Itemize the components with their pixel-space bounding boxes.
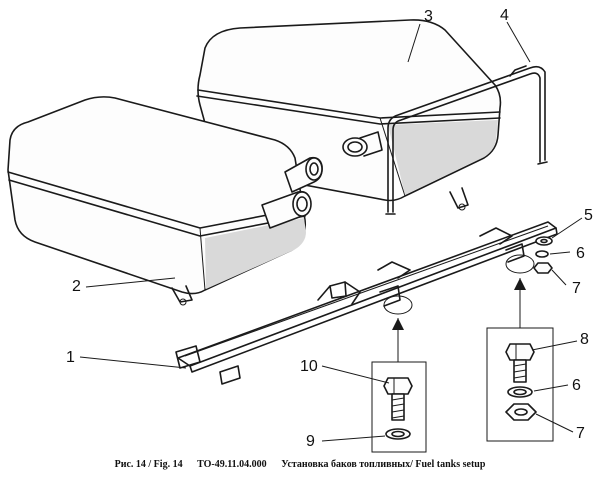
callout-7-upper: 7 [572, 280, 581, 297]
leader-lines [79, 21, 583, 442]
callout-labels: 1 2 3 4 5 6 7 8 6 7 9 10 [66, 7, 593, 450]
callout-3: 3 [424, 8, 433, 25]
callout-8: 8 [580, 331, 589, 348]
figure-title: Установка баков топливных/ Fuel tanks se… [281, 459, 486, 470]
detail-box-left [371, 361, 427, 453]
callout-6-upper: 6 [576, 245, 585, 262]
mounting-rail [175, 221, 558, 385]
callout-10: 10 [300, 358, 318, 375]
callout-5: 5 [584, 207, 593, 224]
callout-7-lower: 7 [576, 425, 585, 442]
callout-6-lower: 6 [572, 377, 581, 394]
figure-caption: Рис. 14 / Fig. 14 ТО-49.11.04.000 Устано… [0, 459, 600, 470]
callout-2: 2 [72, 278, 81, 295]
tank-bracket [385, 65, 548, 215]
callout-4: 4 [500, 7, 509, 24]
small-parts-right [533, 236, 553, 274]
detail-box-right [486, 327, 554, 442]
callout-1: 1 [66, 349, 75, 366]
figure-number: Рис. 14 / Fig. 14 [114, 459, 183, 470]
callout-9: 9 [306, 433, 315, 450]
detail-markers [383, 254, 535, 362]
tank-front [7, 96, 323, 306]
document-code: ТО-49.11.04.000 [197, 459, 267, 470]
